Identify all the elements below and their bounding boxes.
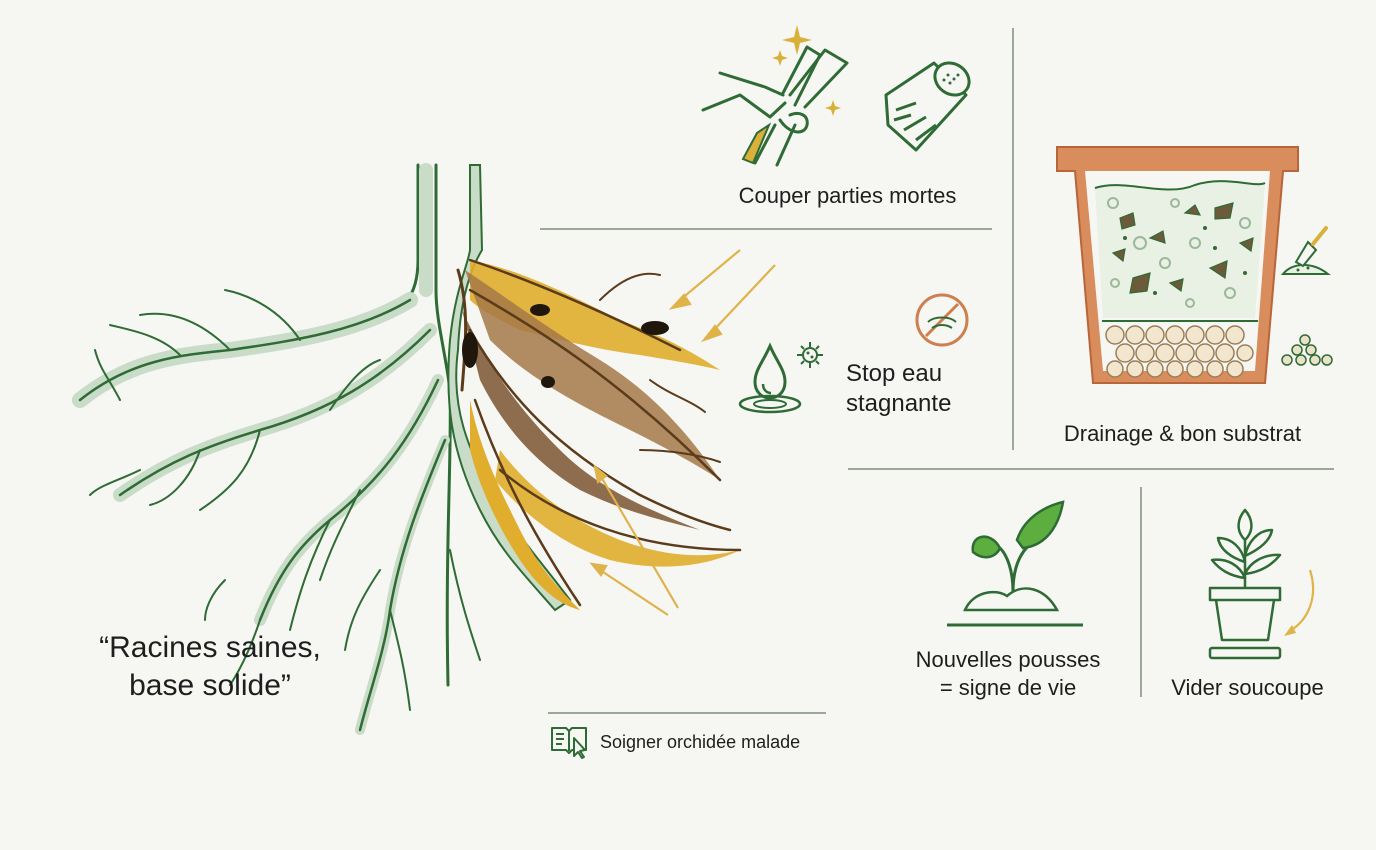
quote-line-1: “Racines saines, bbox=[99, 631, 321, 664]
book-cursor-icon bbox=[551, 727, 587, 759]
tip-water-line-1: Stop eau bbox=[846, 360, 943, 387]
divider-horizontal-right bbox=[848, 468, 1334, 470]
tip-growth-line-1: Nouvelles pousses bbox=[915, 647, 1101, 672]
footer-divider bbox=[548, 712, 826, 714]
tip-drainage-label: Drainage & bon substrat bbox=[1063, 421, 1302, 446]
divider-horizontal-top bbox=[540, 228, 992, 230]
sparkle-icon bbox=[772, 25, 841, 116]
root-illustration bbox=[72, 163, 776, 735]
quote-line-2: base solide” bbox=[129, 669, 291, 702]
rotten-roots bbox=[447, 164, 742, 612]
divider-vertical-bottom bbox=[1140, 487, 1142, 697]
tip-growth-line-2: = signe de vie bbox=[939, 675, 1077, 700]
tip-water-line-2: stagnante bbox=[846, 390, 952, 417]
pebbles-icon bbox=[1281, 334, 1333, 366]
water-drop-icon bbox=[738, 342, 802, 414]
trowel-icon bbox=[1280, 226, 1331, 275]
bacteria-icon bbox=[797, 342, 823, 368]
no-stagnant-water-icon bbox=[915, 293, 969, 347]
tip-cut-label: Couper parties mortes bbox=[738, 183, 957, 208]
footer-title: Soigner orchidée malade bbox=[600, 732, 801, 752]
log-icon bbox=[884, 61, 971, 152]
rot-arrows bbox=[589, 249, 776, 616]
potted-plant-icon bbox=[1208, 508, 1315, 660]
divider-vertical-top bbox=[1012, 28, 1014, 450]
pruning-shears-icon bbox=[701, 25, 849, 167]
seedling-icon bbox=[947, 500, 1083, 627]
healthy-roots bbox=[72, 163, 481, 735]
pot-cross-section-icon bbox=[1056, 146, 1299, 384]
saucer-icon bbox=[1208, 646, 1282, 660]
tip-saucer-label: Vider soucoupe bbox=[1171, 675, 1324, 700]
